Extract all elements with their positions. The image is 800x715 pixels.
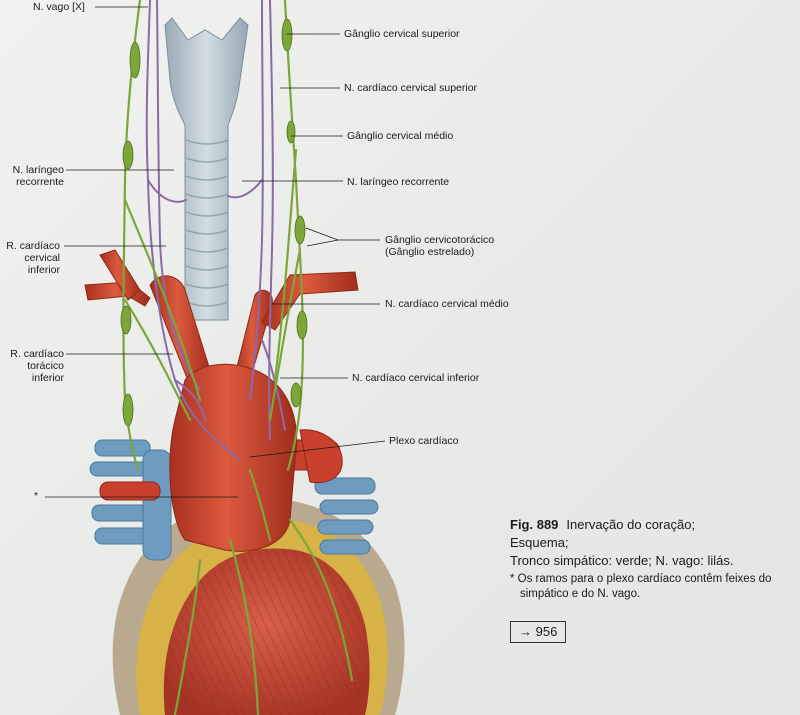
trachea-and-larynx xyxy=(164,17,249,321)
figure-caption: Fig. 889 Inervação do coração; Esquema; T… xyxy=(510,516,795,602)
label-asterisk: * xyxy=(34,490,39,502)
pulmonary-veins xyxy=(89,439,379,561)
label-superior-cervical-cardiac-nerve: N. cardíaco cervical superior xyxy=(344,82,478,94)
caption-footnote: * Os ramos para o plexo cardíaco contêm … xyxy=(510,573,772,600)
figure-number: Fig. 889 xyxy=(510,517,559,532)
caption-title-line: Fig. 889 Inervação do coração; xyxy=(510,516,795,534)
caption-line-3: Tronco simpático: verde; N. vago: lilás. xyxy=(510,553,734,568)
label-cardiac-plexus: Plexo cardíaco xyxy=(389,435,459,447)
myocardium xyxy=(163,548,370,715)
label-superior-cervical-ganglion: Gânglio cervical superior xyxy=(344,28,460,40)
label-middle-cervical-cardiac-nerve: N. cardíaco cervical médio xyxy=(385,298,509,310)
label-inferior-cervical-cardiac-branch: R. cardíaco cervical inferior xyxy=(6,240,60,276)
cross-reference-link[interactable]: → 956 xyxy=(510,621,567,643)
leader-lines xyxy=(45,6,386,498)
label-recurrent-laryngeal-left: N. laríngeo recorrente xyxy=(12,164,64,188)
caption-title: Inervação do coração; xyxy=(566,517,696,532)
sympathetic-ganglia xyxy=(120,18,308,427)
label-inferior-thoracic-cardiac-branch: R. cardíaco torácico inferior xyxy=(10,348,64,384)
label-inferior-cervical-cardiac-nerve: N. cardíaco cervical inferior xyxy=(352,372,480,384)
sympathetic-trunks xyxy=(122,0,354,715)
label-cervicothoracic-ganglion: Gânglio cervicotorácico (Gânglio estrela… xyxy=(385,234,495,258)
label-recurrent-laryngeal-right: N. laríngeo recorrente xyxy=(347,176,450,188)
label-middle-cervical-ganglion: Gânglio cervical médio xyxy=(347,130,454,142)
caption-line-2: Esquema; xyxy=(510,535,569,550)
label-vagus-nerve: N. vago [X] xyxy=(33,1,85,13)
